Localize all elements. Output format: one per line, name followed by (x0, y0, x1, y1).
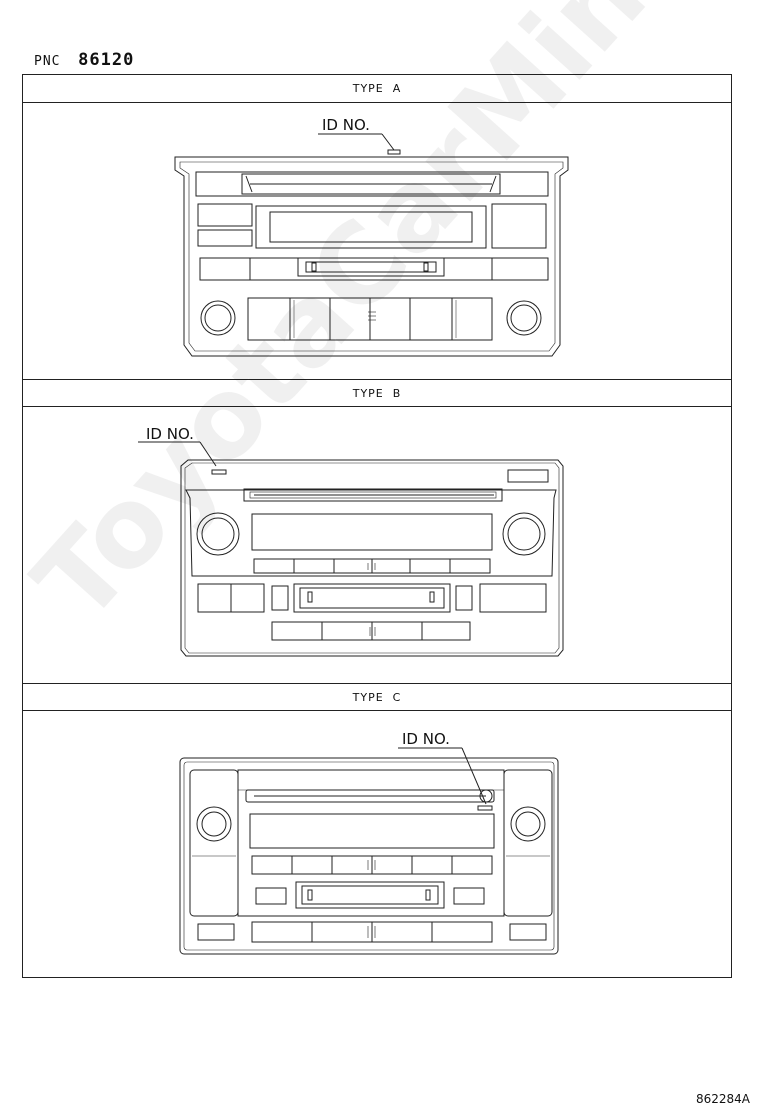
type-a-band: TYPE A (23, 75, 731, 103)
type-a-radio: ID NO. (174, 116, 569, 357)
type-c-band: TYPE C (23, 683, 731, 711)
reference-number: 862284A (695, 1092, 750, 1106)
type-a-id-label: ID NO. (322, 116, 370, 134)
pnc-number: 86120 (78, 50, 135, 70)
type-c-radio: ID NO. (179, 730, 559, 955)
type-b-band: TYPE B (23, 379, 731, 407)
pnc-label: PNC (34, 54, 61, 69)
parts-frame: TYPE A TYPE B TYPE C (22, 74, 732, 978)
type-b-label: TYPE B (352, 386, 402, 400)
type-b-id-label: ID NO. (146, 425, 194, 443)
type-c-id-label: ID NO. (402, 730, 450, 748)
pnc-header: PNC 86120 (34, 50, 134, 70)
type-c-label: TYPE C (352, 690, 402, 704)
type-a-label: TYPE A (352, 82, 402, 95)
type-b-radio: ID NO. (138, 425, 564, 657)
